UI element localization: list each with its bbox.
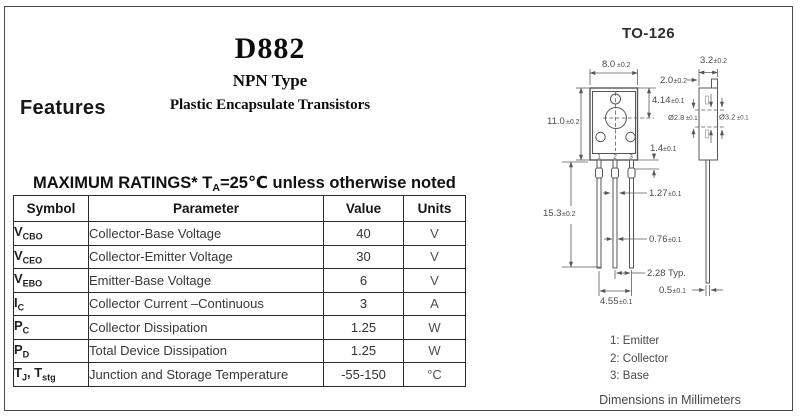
units-cell: W xyxy=(403,338,466,363)
pin-number-3: 3 xyxy=(629,154,633,161)
dim-thickness-tol: ±0.2 xyxy=(714,58,728,65)
pin-legend: 1: Emitter 2: Collector 3: Base xyxy=(610,333,668,386)
dim-thickness: 3.2 xyxy=(700,55,713,66)
dim-lead-end-tol: ±0.1 xyxy=(673,288,687,295)
dim-hole-offset-tol: ±0.1 xyxy=(671,98,685,105)
column-header: Parameter xyxy=(88,195,324,222)
dim-lead-thickness-tol: ±0.1 xyxy=(668,237,682,244)
ratings-heading-subscript: A xyxy=(212,182,220,194)
maximum-ratings-heading: MAXIMUM RATINGS* TA=25℃ unless otherwise… xyxy=(33,173,456,194)
parameter-cell: Collector-Base Voltage xyxy=(88,221,324,246)
side-view xyxy=(695,78,726,284)
dim-shoulder-tol: ±0.1 xyxy=(663,146,677,153)
parameter-cell: Emitter-Base Voltage xyxy=(88,268,324,293)
symbol-cell: TJ, Tstg xyxy=(13,362,89,387)
pin-legend-base: 3: Base xyxy=(610,370,649,382)
parameter-cell: Collector-Emitter Voltage xyxy=(88,244,324,269)
dim-tab: 2.0 xyxy=(660,75,673,86)
ratings-heading-post: =25℃ unless otherwise noted xyxy=(219,174,456,192)
dim-body-height-tol: ±0.2 xyxy=(566,119,580,126)
dimensions-note: Dimensions in Millimeters xyxy=(599,393,741,407)
features-heading: Features xyxy=(20,97,106,119)
parameter-cell: Collector Current –Continuous xyxy=(88,291,324,316)
dim-tab-tol: ±0.2 xyxy=(674,78,688,85)
parameter-cell: Total Device Dissipation xyxy=(88,338,324,363)
dim-hole-offset: 4.14 xyxy=(652,95,671,106)
units-cell: W xyxy=(403,315,466,340)
front-view: 1 2 3 xyxy=(589,87,654,269)
front-view-dimensions: 8.0 ±0.2 11.0 ±0.2 4.14 ±0.1 1.4 ±0.1 xyxy=(543,59,686,307)
units-cell: V xyxy=(403,244,466,269)
dim-hole-back-tol: ±0.1 xyxy=(737,116,749,122)
symbol-cell: PD xyxy=(13,338,89,363)
dim-lead-width: 1.27 xyxy=(649,188,668,199)
value-cell: 40 xyxy=(323,221,404,246)
parameter-cell: Collector Dissipation xyxy=(88,315,324,340)
symbol-cell: VCEO xyxy=(13,244,89,269)
pin-legend-emitter: 1: Emitter xyxy=(610,335,660,347)
dim-lead-thickness: 0.76 xyxy=(649,234,668,245)
dim-pitch-typ: 2.28 Typ. xyxy=(647,268,686,279)
pin-number-1: 1 xyxy=(597,154,601,161)
dim-lead-length: 15.3 xyxy=(543,208,562,219)
column-header: Value xyxy=(323,195,404,222)
package-name: TO-126 xyxy=(622,25,675,42)
dim-outer-span-tol: ±0.1 xyxy=(619,299,633,306)
ratings-heading-pre: MAXIMUM RATINGS* T xyxy=(33,174,213,192)
column-header: Units xyxy=(403,195,466,222)
units-cell: A xyxy=(403,291,466,316)
side-view-dimensions: 3.2 ±0.2 2.0 ±0.2 Ø2.8 ±0.1 Ø3.2 ±0.1 0.… xyxy=(659,55,749,296)
units-cell: V xyxy=(403,268,466,293)
units-cell: V xyxy=(403,221,466,246)
units-cell: °C xyxy=(403,362,466,387)
value-cell: 3 xyxy=(323,291,404,316)
dim-shoulder: 1.4 xyxy=(650,143,663,154)
value-cell: 1.25 xyxy=(323,338,404,363)
dim-outer-span: 4.55 xyxy=(600,296,619,307)
dim-body-height: 11.0 xyxy=(547,116,565,127)
parameter-cell: Junction and Storage Temperature xyxy=(88,362,324,387)
pin-number-2: 2 xyxy=(613,154,617,161)
device-type-subtitle: NPN Type xyxy=(232,71,308,90)
dim-body-width-tol: ±0.2 xyxy=(617,62,631,69)
value-cell: -55-150 xyxy=(323,362,404,387)
device-description-subtitle: Plastic Encapsulate Transistors xyxy=(169,97,371,113)
part-number-title: D882 xyxy=(234,32,306,65)
dim-body-width: 8.0 xyxy=(602,59,615,70)
symbol-cell: PC xyxy=(13,315,89,340)
symbol-cell: IC xyxy=(13,291,89,316)
dim-lead-width-tol: ±0.1 xyxy=(668,191,682,198)
dim-lead-length-tol: ±0.2 xyxy=(562,211,576,218)
dim-hole-front: Ø2.8 xyxy=(668,113,684,122)
dim-hole-front-tol: ±0.1 xyxy=(686,116,698,122)
dim-lead-end: 0.5 xyxy=(659,285,672,296)
dim-hole-back: Ø3.2 xyxy=(719,113,735,122)
pin-legend-collector: 2: Collector xyxy=(610,352,669,365)
symbol-cell: VEBO xyxy=(13,268,89,293)
